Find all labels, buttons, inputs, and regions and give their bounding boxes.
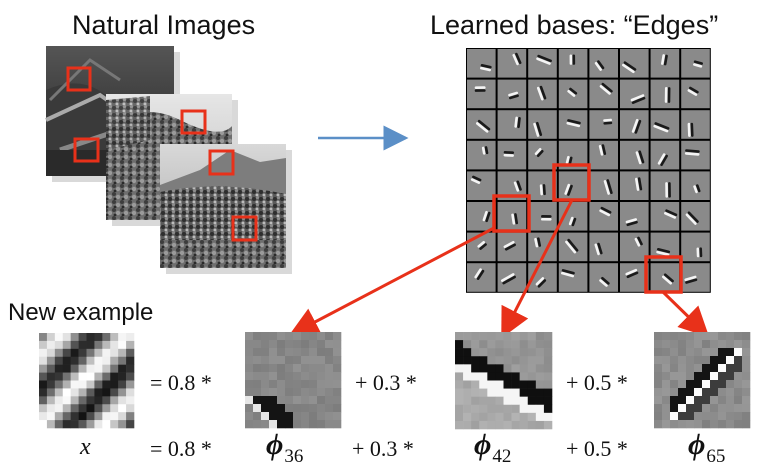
basis-cell [528,49,557,78]
basis-cell [620,49,649,78]
basis-cell [589,140,618,170]
basis-cell [681,110,710,139]
arrow-to-phi65 [661,290,710,338]
basis-cell [650,171,680,200]
basis-patch-phi65 [654,332,751,429]
basis-cell [681,232,710,262]
patch-highlight-2 [73,137,100,163]
basis-cell [467,171,496,200]
basis-cell [681,202,710,231]
basis-cell [497,79,527,109]
symbol-phi-65: ϕ65 [688,428,726,467]
basis-cell [650,263,680,292]
symbolic-term-3: + 0.5 * [566,436,628,461]
basis-cell [620,171,649,200]
basis-cell [497,110,527,139]
natural-images-title: Natural Images [72,10,256,40]
basis-highlight-36 [492,194,531,233]
arrow-to-phi42 [501,199,574,339]
basis-cell [528,171,557,200]
basis-cell [650,202,680,231]
basis-cell [528,110,557,139]
basis-cell [467,232,496,262]
basis-cell [467,49,496,78]
basis-cell [589,263,618,292]
patch-highlight-1 [66,66,92,92]
symbol-x: x [80,434,91,460]
arrow-to-phi36 [288,226,495,336]
basis-cell [497,140,527,170]
coefficient-term-3: + 0.5 * [566,370,628,395]
basis-cell [558,263,588,292]
basis-cell [650,79,680,109]
basis-cell [467,140,496,170]
phi-65-subscript: 65 [706,446,726,467]
basis-cell [528,79,557,109]
basis-cell [681,140,710,170]
symbolic-term-1: = 0.8 * [150,436,212,461]
coefficient-term-2: + 0.3 * [355,370,417,395]
basis-cell [558,232,588,262]
basis-cell [558,171,588,200]
basis-cell [589,202,618,231]
basis-cell [467,202,496,231]
basis-cell [497,263,527,292]
basis-cell [528,202,557,231]
basis-cell [620,79,649,109]
basis-cell [650,140,680,170]
basis-cell [528,140,557,170]
basis-cell [650,110,680,139]
basis-patch-phi36 [245,332,342,429]
basis-cell [589,232,618,262]
phi-42-subscript: 42 [492,446,512,467]
basis-cell [497,49,527,78]
symbolic-term-2: + 0.3 * [352,436,414,461]
basis-cell [681,263,710,292]
basis-cell [558,49,588,78]
patch-highlight-3 [180,109,207,135]
basis-cell [620,140,649,170]
basis-cell [681,49,710,78]
patch-highlight-5 [231,215,258,242]
basis-cell [497,232,527,262]
basis-cell [620,263,649,292]
new-example-label: New example [8,299,154,326]
basis-cell [589,49,618,78]
basis-cell [620,232,649,262]
basis-cell [467,79,496,109]
patch-highlight-4 [208,149,235,176]
basis-cell [589,110,618,139]
natural-image-3 [160,144,292,274]
symbol-phi-36: ϕ36 [266,428,304,467]
basis-cell [558,79,588,109]
basis-cell [650,49,680,78]
phi-36-subscript: 36 [284,446,304,467]
learned-bases-title: Learned bases: “Edges” [430,10,719,40]
basis-cell [558,110,588,139]
basis-cell [620,202,649,231]
basis-cell [467,263,496,292]
basis-cell [620,110,649,139]
coefficient-term-1: = 0.8 * [150,370,212,395]
example-patch-x [39,333,135,429]
basis-cell [467,110,496,139]
basis-cell [497,202,527,231]
basis-patch-phi42 [455,332,553,430]
basis-cell [589,171,618,200]
symbol-phi-42: ϕ42 [474,428,512,467]
basis-cell [681,79,710,109]
basis-cell [681,171,710,200]
basis-cell [589,79,618,109]
